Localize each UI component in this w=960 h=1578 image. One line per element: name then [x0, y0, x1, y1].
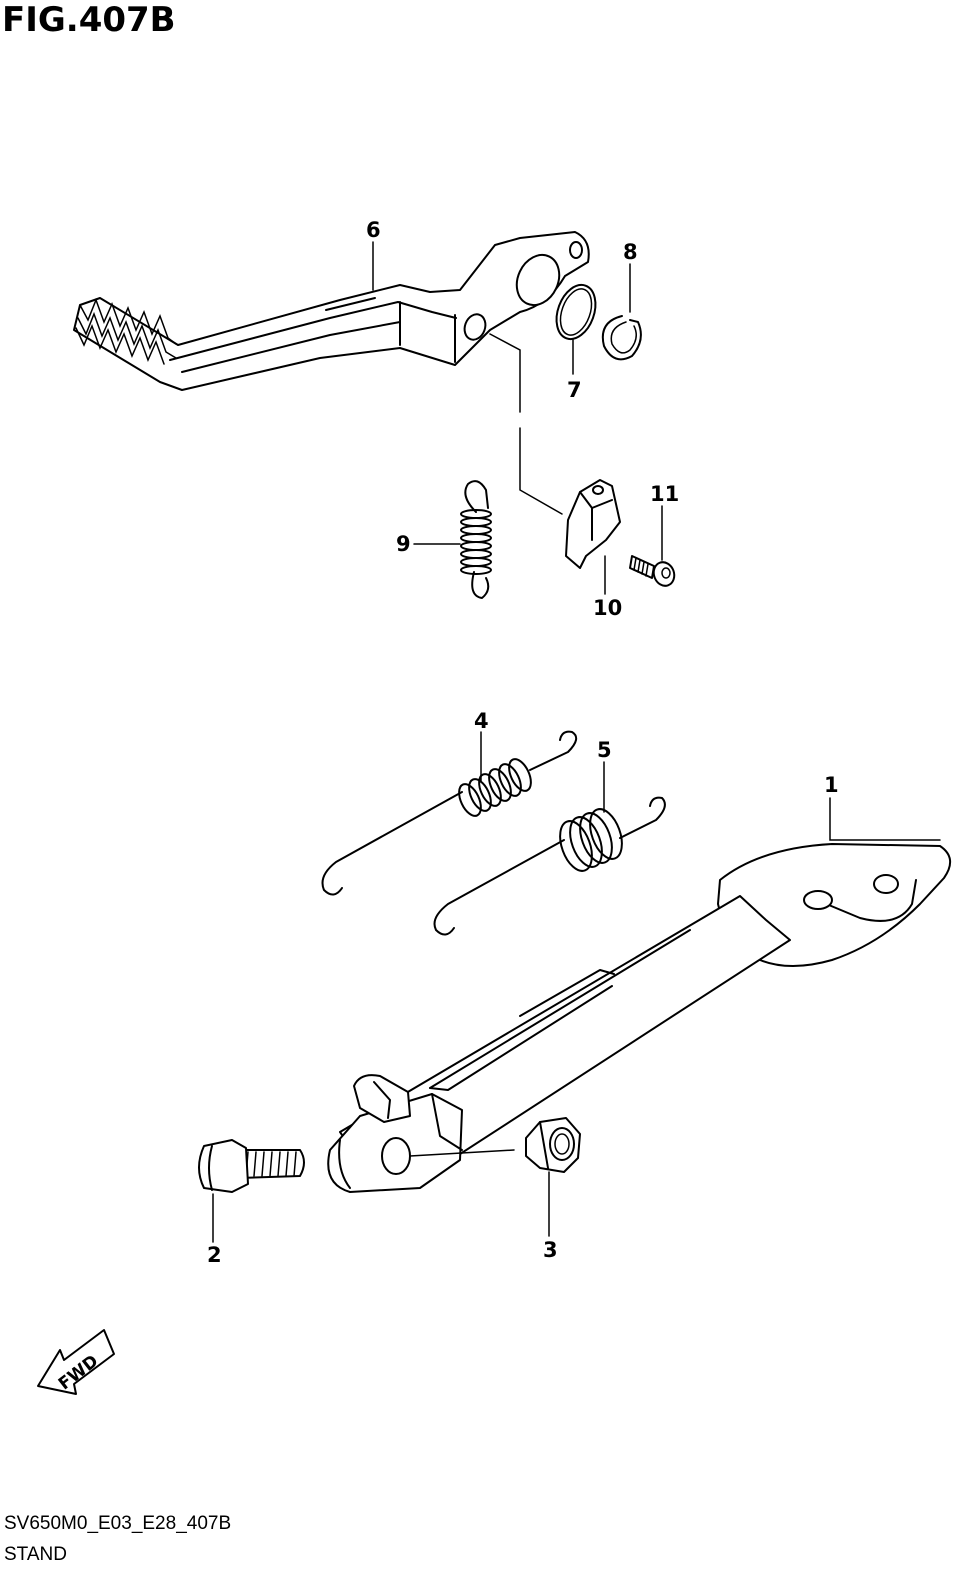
section-name: STAND [4, 1544, 67, 1565]
callout-9: 9 [396, 532, 411, 556]
nut-part-3 [525, 1117, 581, 1237]
model-code: SV650M0_E03_E28_407B [4, 1513, 232, 1534]
bolt-part-11 [629, 505, 676, 587]
leader-line-1 [829, 797, 941, 841]
spring-part-4 [321, 730, 578, 896]
assembly-guide-line [489, 333, 521, 413]
spring-part-5 [433, 761, 666, 936]
assembly-guide-line-2 [519, 427, 563, 515]
callout-5: 5 [597, 738, 612, 762]
callout-1: 1 [824, 773, 839, 797]
callout-3: 3 [543, 1238, 558, 1262]
callout-labels: 1 2 3 4 5 6 7 8 9 10 11 [207, 218, 839, 1267]
pivot-bolt-part-2 [198, 1139, 305, 1243]
callout-4: 4 [474, 709, 489, 733]
callout-10: 10 [593, 596, 622, 620]
bracket-part-10 [565, 479, 621, 595]
circlip-part-8 [601, 263, 642, 361]
forward-direction-arrow: FWD [37, 1329, 115, 1395]
figure-title: FIG.407B [2, 0, 176, 40]
spring-part-9 [413, 480, 492, 599]
callout-7: 7 [567, 378, 582, 402]
assembly-guide-line-3 [409, 1149, 515, 1157]
pedal-part-6 [73, 231, 590, 391]
side-stand-part-1 [327, 797, 951, 1193]
callout-2: 2 [207, 1243, 222, 1267]
callout-8: 8 [623, 240, 638, 264]
callout-6: 6 [366, 218, 381, 242]
washer-part-7 [555, 283, 597, 375]
callout-11: 11 [650, 482, 679, 506]
